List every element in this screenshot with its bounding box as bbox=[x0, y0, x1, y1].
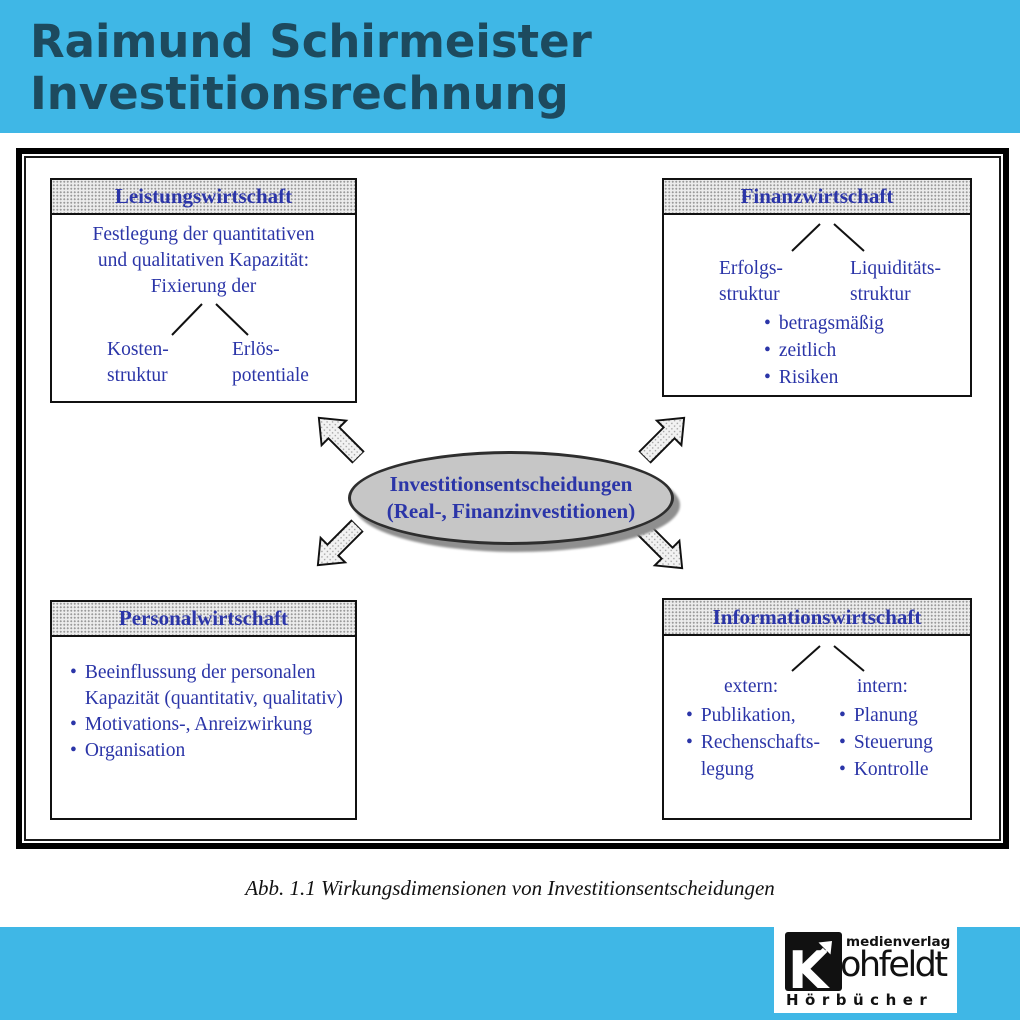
erfolgsstruktur-line2: struktur bbox=[719, 284, 780, 305]
arrow-bottom-left-icon bbox=[292, 501, 383, 592]
box-informationswirtschaft-header: Informationswirtschaft bbox=[664, 600, 970, 636]
leistung-branch-right-label: Erlös- potentiale bbox=[232, 337, 309, 389]
kohfeldt-logo: K medienverlag ohfeldt Hörbücher bbox=[774, 921, 957, 1013]
logo-tagline-bottom: Hörbücher bbox=[786, 991, 934, 1009]
page-title: Raimund Schirmeister Investitionsrechnun… bbox=[30, 16, 592, 120]
diagram-frame-inner-border bbox=[24, 156, 1001, 841]
arrow-bottom-right-icon bbox=[618, 504, 709, 595]
information-right-heading: intern: bbox=[857, 676, 908, 697]
finanz-bullet-list: • betragsmäßig • zeitlich • Risiken bbox=[764, 310, 884, 391]
leistung-intro-line3: Fixierung der bbox=[150, 276, 257, 297]
bullet-icon: • bbox=[839, 732, 846, 753]
list-item: • betragsmäßig bbox=[764, 310, 884, 337]
bullet-icon: • bbox=[686, 705, 693, 726]
information-right-bullet-2: Steuerung bbox=[853, 732, 933, 753]
information-right-bullet-3: Kontrolle bbox=[853, 759, 929, 780]
information-right-bullet-1: Planung bbox=[853, 705, 918, 726]
leistung-branch-left-label: Kosten- struktur bbox=[107, 337, 169, 389]
list-item: • Planung bbox=[839, 702, 933, 729]
personal-bullet-1: Beeinflussung der personalen Kapazität (… bbox=[84, 662, 343, 709]
bullet-icon: • bbox=[70, 740, 77, 761]
logo-tagline-top: medienverlag bbox=[846, 934, 951, 950]
box-personalwirtschaft: Personalwirtschaft • Beeinflussung der pe… bbox=[50, 600, 357, 820]
information-left-bullet-1: Publikation, bbox=[700, 705, 796, 726]
box-informationswirtschaft: Informationswirtschaft extern: intern: •… bbox=[662, 598, 972, 820]
list-item: • Motivations-, Anreizwirkung bbox=[70, 712, 346, 738]
personal-bullet-3: Organisation bbox=[84, 740, 186, 761]
box-leistungswirtschaft-header: Leistungswirtschaft bbox=[52, 180, 355, 215]
diagram-frame bbox=[16, 148, 1009, 849]
book-title: Investitionsrechnung bbox=[30, 67, 569, 120]
finanz-bullet-2: zeitlich bbox=[778, 340, 837, 361]
leistung-branch-lines bbox=[171, 303, 249, 336]
finanz-branch-lines bbox=[791, 223, 865, 252]
box-personalwirtschaft-title: Personalwirtschaft bbox=[118, 606, 289, 630]
list-item: • Organisation bbox=[70, 738, 346, 764]
figure-caption: Abb. 1.1 Wirkungsdimensionen von Investi… bbox=[245, 876, 775, 900]
finanz-branch-right-label: Liquiditäts- struktur bbox=[850, 256, 941, 308]
box-leistungswirtschaft: Leistungswirtschaft Festlegung der quant… bbox=[50, 178, 357, 403]
center-node-line1: Investitionsentscheidungen bbox=[389, 472, 633, 496]
bullet-icon: • bbox=[764, 367, 771, 388]
personal-bullet-2: Motivations-, Anreizwirkung bbox=[84, 714, 313, 735]
bullet-icon: • bbox=[70, 714, 77, 735]
center-node-line2: (Real-, Finanzinvestitionen) bbox=[386, 499, 636, 523]
list-item: • zeitlich bbox=[764, 337, 884, 364]
finanz-bullet-1: betragsmäßig bbox=[778, 313, 884, 334]
information-branch-lines bbox=[791, 645, 865, 672]
bullet-icon: • bbox=[70, 662, 77, 683]
leistung-intro-line2: und qualitativen Kapazität: bbox=[97, 250, 310, 271]
bullet-icon: • bbox=[686, 732, 693, 753]
erloespotentiale-line1: Erlös- bbox=[232, 339, 280, 360]
logo-publisher-name: ohfeldt bbox=[840, 945, 948, 985]
box-leistungswirtschaft-title: Leistungswirtschaft bbox=[114, 184, 293, 208]
box-personalwirtschaft-header: Personalwirtschaft bbox=[52, 602, 355, 637]
list-item: • Publikation, bbox=[686, 702, 814, 729]
liquiditaetsstruktur-line2: struktur bbox=[850, 284, 911, 305]
list-item: • Steuerung bbox=[839, 729, 933, 756]
list-item: • Rechenschafts-legung bbox=[686, 729, 820, 783]
list-item: • Kontrolle bbox=[839, 756, 933, 783]
bullet-icon: • bbox=[839, 759, 846, 780]
kostenstruktur-line1: Kosten- bbox=[107, 339, 169, 360]
finanz-bullet-3: Risiken bbox=[778, 367, 839, 388]
list-item: • Risiken bbox=[764, 364, 884, 391]
author-name: Raimund Schirmeister bbox=[30, 15, 592, 68]
erloespotentiale-line2: potentiale bbox=[232, 365, 309, 386]
erfolgsstruktur-line1: Erfolgs- bbox=[719, 258, 783, 279]
leistung-intro-line1: Festlegung der quantitativen bbox=[92, 224, 315, 245]
bullet-icon: • bbox=[839, 705, 846, 726]
information-left-heading: extern: bbox=[724, 676, 779, 697]
arrow-top-left-icon bbox=[293, 392, 384, 483]
information-left-bullets: • Publikation, • Rechenschafts-legung bbox=[686, 702, 820, 783]
kostenstruktur-line2: struktur bbox=[107, 365, 168, 386]
personal-bullet-list: • Beeinflussung der personalen Kapazität … bbox=[70, 660, 346, 764]
title-banner: Raimund Schirmeister Investitionsrechnun… bbox=[0, 0, 1020, 133]
box-informationswirtschaft-title: Informationswirtschaft bbox=[712, 604, 922, 629]
logo-k-square: K bbox=[785, 932, 842, 997]
information-right-bullets: • Planung • Steuerung • Kontrolle bbox=[839, 702, 933, 783]
box-finanzwirtschaft: Finanzwirtschaft Erfolgs- struktur Liqui… bbox=[662, 178, 972, 397]
leistung-intro: Festlegung der quantitativen und qualita… bbox=[52, 222, 355, 300]
bullet-icon: • bbox=[764, 340, 771, 361]
arrow-top-right-icon bbox=[620, 392, 711, 483]
box-finanzwirtschaft-header: Finanzwirtschaft bbox=[664, 180, 970, 215]
list-item: • Beeinflussung der personalen Kapazität … bbox=[70, 660, 346, 712]
information-left-bullet-2: Rechenschafts-legung bbox=[700, 732, 820, 780]
liquiditaetsstruktur-line1: Liquiditäts- bbox=[850, 258, 941, 279]
box-finanzwirtschaft-title: Finanzwirtschaft bbox=[740, 184, 894, 208]
center-node-investitionsentscheidungen: Investitionsentscheidungen (Real-, Finan… bbox=[348, 451, 674, 545]
ne-arrow-icon bbox=[800, 941, 832, 975]
bullet-icon: • bbox=[764, 313, 771, 334]
finanz-branch-left-label: Erfolgs- struktur bbox=[719, 256, 783, 308]
